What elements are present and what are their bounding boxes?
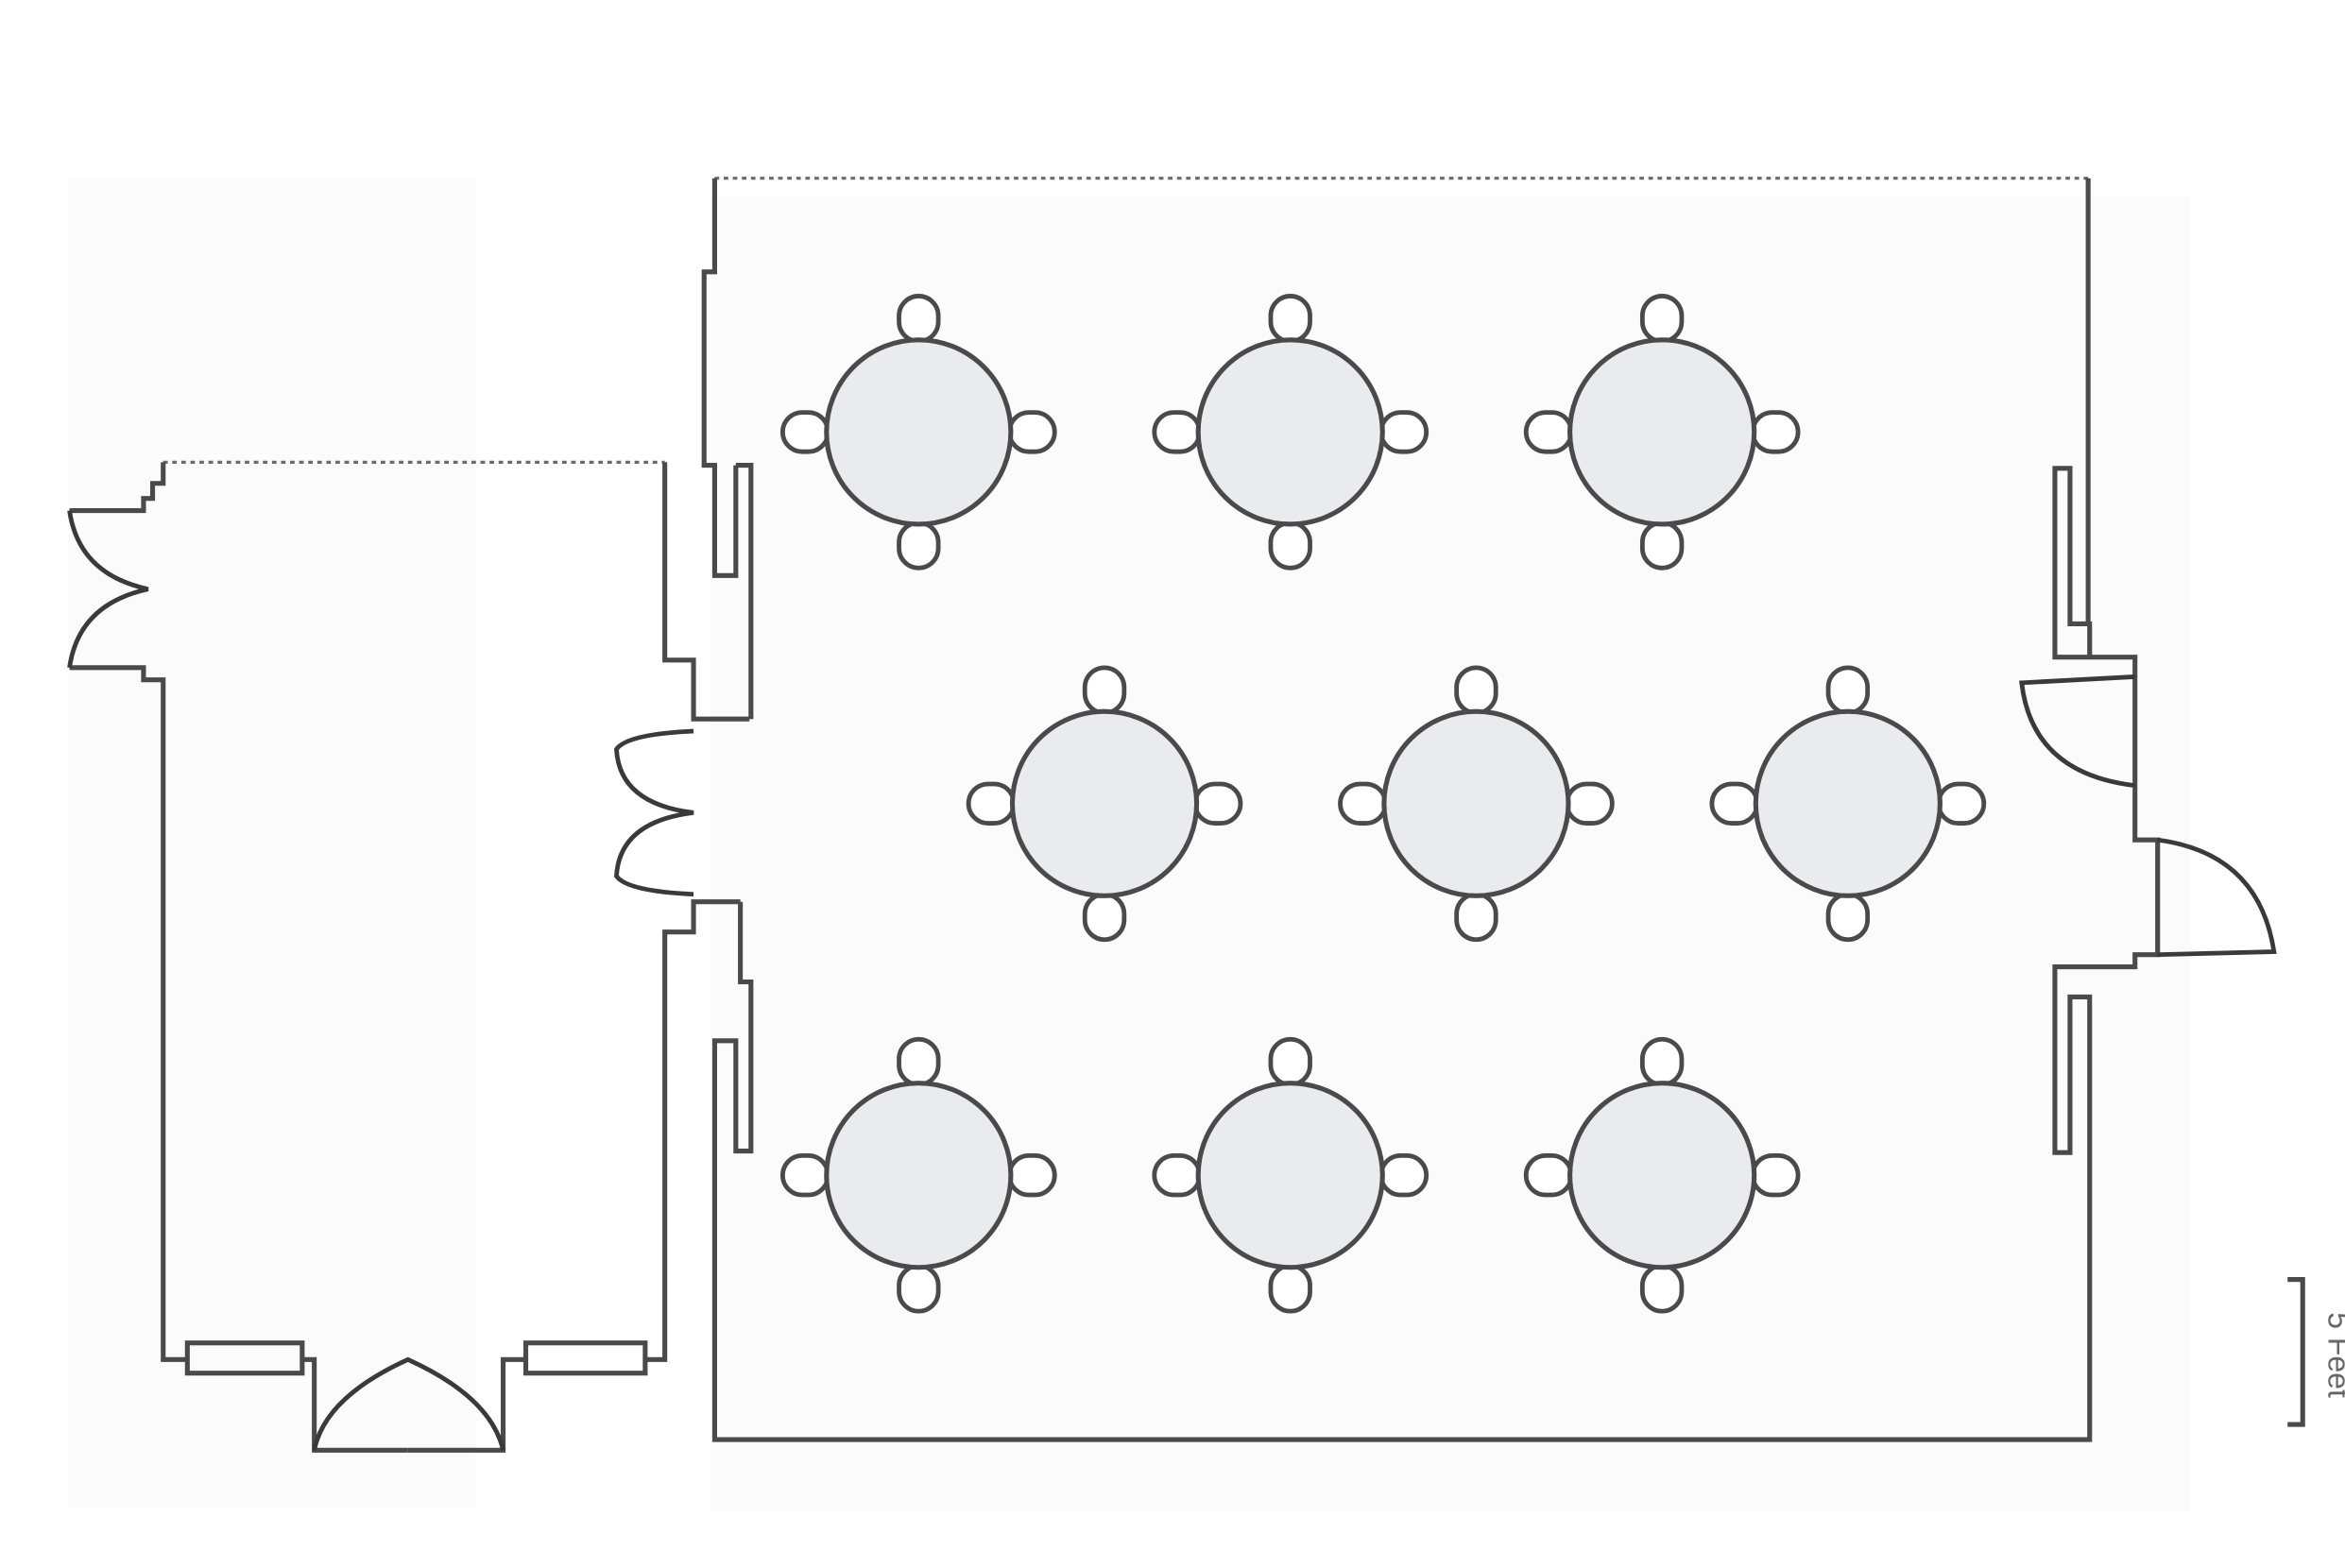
left-room-west-wall-lower — [69, 665, 188, 1362]
chair-icon — [1268, 1036, 1312, 1087]
chair-icon — [1564, 781, 1615, 826]
chair-icon — [1523, 1153, 1574, 1198]
left-room-south-wall-right — [407, 1356, 526, 1453]
banquet-room — [701, 177, 2277, 1442]
left-room — [67, 460, 750, 1453]
door-swing-icon[interactable] — [2157, 837, 2277, 958]
table-setting — [1338, 665, 1615, 943]
left-room-south-wall-left — [301, 1356, 408, 1453]
chair-icon — [1523, 410, 1574, 454]
banquet-room-west-wall-upper — [701, 178, 739, 578]
round-table-icon — [1195, 1081, 1385, 1270]
door-swing-icon[interactable] — [2019, 674, 2135, 788]
chair-icon — [1454, 892, 1498, 943]
chair-icon — [1639, 1263, 1685, 1314]
table-setting — [780, 294, 1057, 571]
scale-label: 5 Feet — [2321, 1312, 2345, 1398]
chair-icon — [1639, 520, 1685, 571]
chair-icon — [966, 781, 1017, 826]
chair-icon — [897, 1263, 941, 1314]
left-room-east-wall — [644, 899, 741, 1362]
round-table-icon — [824, 337, 1014, 527]
table-setting — [1152, 294, 1429, 571]
tables — [780, 294, 1987, 1314]
chair-icon — [1152, 410, 1203, 454]
chair-icon — [1378, 410, 1429, 454]
table-setting — [1523, 1036, 1801, 1314]
chair-icon — [897, 520, 941, 571]
table-setting — [1709, 665, 1987, 943]
chair-icon — [1750, 1153, 1801, 1198]
chair-icon — [1268, 294, 1312, 344]
chair-icon — [1639, 1036, 1685, 1087]
chair-icon — [1378, 1153, 1429, 1198]
round-table-icon — [824, 1081, 1014, 1270]
chair-icon — [1825, 665, 1871, 716]
chair-icon — [897, 294, 941, 344]
door-swing-icon[interactable] — [614, 728, 694, 897]
table-setting — [1152, 1036, 1429, 1314]
chair-icon — [1709, 781, 1760, 826]
chair-icon — [1006, 1153, 1057, 1198]
chair-icon — [1268, 520, 1312, 571]
chair-icon — [1268, 1263, 1312, 1314]
round-table-icon — [1567, 337, 1757, 527]
left-room-east-wall-upper — [662, 462, 750, 722]
chair-icon — [1825, 892, 1871, 943]
round-table-icon — [1753, 708, 1943, 898]
chair-icon — [1082, 665, 1127, 716]
banquet-room-west-pocket — [735, 463, 754, 720]
left-room-west-wall-upper — [69, 462, 166, 514]
chair-icon — [780, 1153, 830, 1198]
chair-icon — [1192, 781, 1243, 826]
table-setting — [966, 665, 1243, 943]
round-table-icon — [1009, 708, 1200, 898]
scale-bar: 5 Feet — [2287, 1276, 2345, 1427]
chair-icon — [1338, 781, 1388, 826]
chair-icon — [1152, 1153, 1203, 1198]
chair-icon — [1750, 410, 1801, 454]
banquet-room-west-wall-lower — [711, 466, 2161, 1442]
chair-icon — [1454, 665, 1498, 716]
round-table-icon — [1567, 1081, 1757, 1270]
door-swing-icon[interactable] — [67, 510, 149, 669]
table-setting — [780, 1036, 1057, 1314]
door-swing-icon[interactable] — [312, 1356, 505, 1451]
chair-icon — [897, 1036, 941, 1087]
round-table-icon — [1381, 708, 1571, 898]
window-icon — [522, 1340, 648, 1376]
chair-icon — [1082, 892, 1127, 943]
chair-icon — [1006, 410, 1057, 454]
chair-icon — [1639, 294, 1685, 344]
chair-icon — [780, 410, 830, 454]
round-table-icon — [1195, 337, 1385, 527]
table-setting — [1523, 294, 1801, 571]
chair-icon — [1936, 781, 1987, 826]
scale-bar-icon — [2287, 1276, 2305, 1427]
window-icon — [184, 1340, 305, 1376]
